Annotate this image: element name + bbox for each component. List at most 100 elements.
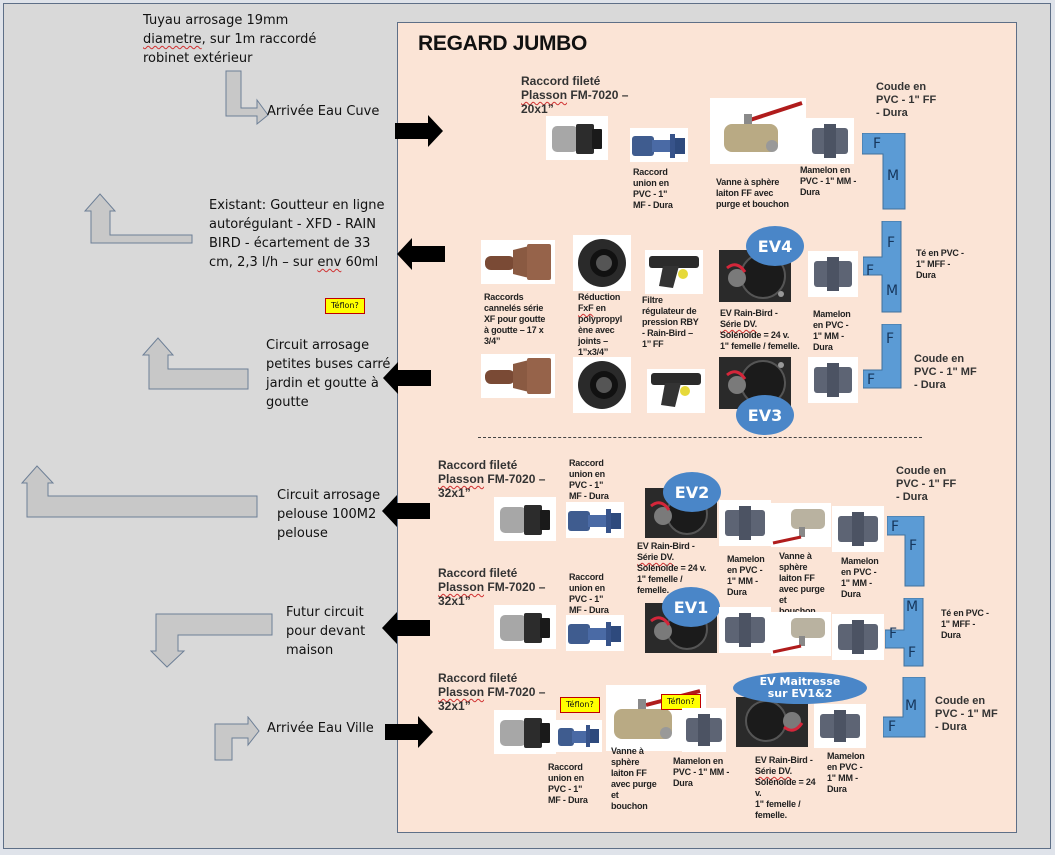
end-label: F [866, 263, 875, 279]
flow-arrow-right-icon [395, 115, 443, 147]
end-label: F [887, 235, 896, 251]
end-label: F [891, 519, 900, 535]
flow-arrow-left-icon [382, 495, 430, 527]
end-label: F [867, 372, 876, 388]
ball-valve-image [771, 612, 831, 656]
bent-arrow-right-icon [214, 716, 260, 761]
row-ev4-ev-label: EV Rain-Bird -Série DV.Solénoïde = 24 v.… [720, 308, 800, 351]
reduction-fitting-image [573, 357, 631, 413]
teflon-note: Téflon? [661, 694, 701, 710]
ev3-badge: EV3 [736, 395, 794, 435]
mamelon-image [832, 506, 884, 552]
note-arrivee-cuve: Arrivée Eau Cuve [267, 104, 380, 119]
coude-ff-diagram [887, 516, 925, 587]
end-label: M [886, 283, 899, 299]
teflon-note: Téflon? [325, 298, 365, 314]
coude-mf-diagram [863, 324, 902, 389]
flow-arrow-right-icon [385, 716, 433, 748]
row-ville-header: Raccord fileté Plasson FM-7020 – 32x1” [438, 671, 546, 713]
union-fitting-image [556, 720, 602, 752]
bent-arrow-up-icon [21, 465, 258, 518]
section-divider [478, 437, 922, 438]
flow-arrow-left-icon [383, 362, 431, 394]
note-circuit-pelouse: Circuit arrosage pelouse 100M2 pelouse [277, 488, 381, 541]
end-label: F [886, 331, 895, 347]
reduction-fitting-image [573, 235, 631, 291]
solenoid-valve-image [719, 357, 791, 409]
flow-arrow-left-icon [382, 612, 430, 644]
plasson-fitting-image [546, 116, 608, 160]
note-tuyau: Tuyau arrosage 19mm diametre, sur 1m rac… [143, 13, 317, 66]
bent-arrow-up-icon [142, 337, 249, 390]
ball-valve-image [771, 503, 831, 547]
end-label: F [908, 645, 917, 661]
note-futur-circuit: Futur circuit pour devant maison [286, 605, 366, 658]
mamelon-image [832, 614, 884, 660]
note-circuit-petites-buses: Circuit arrosage petites buses carré jar… [266, 338, 391, 410]
te-mff-diagram [885, 598, 924, 667]
end-label: F [888, 719, 897, 735]
solenoid-valve-image [736, 697, 808, 747]
plasson-fitting-image [494, 497, 556, 541]
end-label: M [906, 599, 919, 615]
te-mff-diagram [863, 221, 902, 313]
xf-barbed-fitting-image [481, 240, 555, 284]
row-ev1-te-label: Té en PVC -1" MFF -Dura [941, 608, 989, 640]
end-label: M [905, 698, 918, 714]
end-label: F [909, 538, 918, 554]
filter-image [645, 250, 703, 294]
coude-mf-diagram [883, 677, 926, 738]
bent-arrow-right-icon [225, 70, 269, 126]
bent-arrow-down-icon [150, 613, 273, 668]
mamelon-image [808, 251, 858, 297]
ev4-badge: EV4 [746, 226, 804, 266]
mamelon-image [808, 357, 858, 403]
union-fitting-image [566, 615, 624, 651]
page-title: REGARD JUMBO [418, 32, 588, 55]
end-label: F [889, 626, 898, 642]
ball-valve-image [710, 98, 806, 164]
mamelon-image [806, 118, 854, 164]
coude-ff-diagram [862, 133, 906, 210]
mamelon-image [682, 708, 726, 752]
xf-barbed-fitting-image [481, 354, 555, 398]
note-existant: Existant: Goutteur en ligne autorégulant… [209, 198, 385, 270]
mamelon-image [719, 607, 771, 653]
mamelon-image [814, 704, 866, 748]
ev1-badge: EV1 [662, 587, 720, 627]
end-label: M [887, 168, 900, 184]
filter-image [647, 369, 705, 413]
mamelon-image [719, 500, 771, 546]
plasson-fitting-image [494, 605, 556, 649]
row-ev1-header: Raccord fileté Plasson FM-7020 – 32x1” [438, 566, 546, 608]
union-fitting-image [566, 502, 624, 538]
end-label: F [873, 136, 882, 152]
row-ev4-te-label: Té en PVC -1" MFF -Dura [916, 248, 964, 280]
note-arrivee-ville: Arrivée Eau Ville [267, 721, 374, 736]
bent-arrow-up-icon [84, 193, 193, 244]
row-ev2-ev-label: EV Rain-Bird -Série DV.Solénoïde = 24 v.… [637, 541, 707, 595]
row-cuve-header: Raccord fileté Plasson FM-7020 – 20x1” [521, 74, 629, 116]
teflon-note: Téflon? [560, 697, 600, 713]
union-fitting-image [630, 128, 688, 162]
plasson-fitting-image [494, 710, 556, 754]
